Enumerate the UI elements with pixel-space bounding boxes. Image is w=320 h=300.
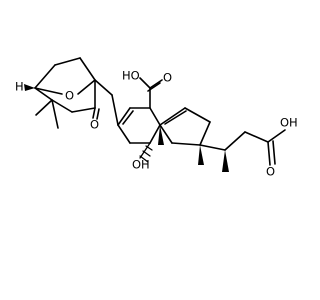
bond [34,87,53,101]
bond [79,57,96,81]
bond [147,82,161,92]
wedge-bond [222,150,229,172]
side-chain-o-label: O [266,165,275,179]
bond [54,57,81,66]
bicyclic-ring [24,57,119,129]
bond [244,131,269,143]
structure-canvas: HO O O O OH O OH H [15,57,298,179]
bond [149,107,161,126]
bond [51,99,73,113]
bond [35,99,53,116]
bond [117,107,131,126]
bond [199,121,211,146]
bond [164,110,187,125]
bond [51,99,59,129]
wedge-bond [158,125,164,145]
bond [159,107,186,126]
wedge-bond [24,84,35,91]
hydroxyl-label: OH [132,158,150,172]
bond [272,140,276,165]
bond [224,131,246,151]
bond [199,144,226,151]
hash-bond [142,150,151,157]
cooh-top-ho-label: HO [122,69,140,83]
bond [34,87,63,95]
bond [71,107,96,113]
ketone-o-label: O [90,118,99,132]
bond [267,141,271,166]
bond [92,107,96,119]
acid-side-chain [199,129,286,172]
bond [111,94,119,126]
side-chain-oh-label: OH [280,116,298,130]
atom-labels: HO O O O OH O OH H [15,69,298,179]
cooh-top-o-label: O [163,71,172,85]
hash-bond [139,142,151,159]
bond [94,79,113,96]
bond [77,79,96,95]
wedge-bond [198,145,204,165]
bond [139,77,151,89]
bond [267,129,286,143]
molecule-structure: HO O O O OH O OH H [15,57,298,179]
cyclohexene-ring [117,77,164,163]
bond [34,64,56,89]
cyclopentene-ring [159,107,211,165]
bond [159,124,173,144]
bond [149,124,161,144]
bond [149,79,163,89]
hash-bond [145,145,153,151]
bond [171,142,201,146]
h-label: H [15,80,24,94]
hash-bond [139,155,149,163]
bond [122,110,134,125]
bond [117,124,131,144]
bond [96,108,100,120]
bond [184,107,211,123]
bicyclic-o-label: O [65,89,74,103]
